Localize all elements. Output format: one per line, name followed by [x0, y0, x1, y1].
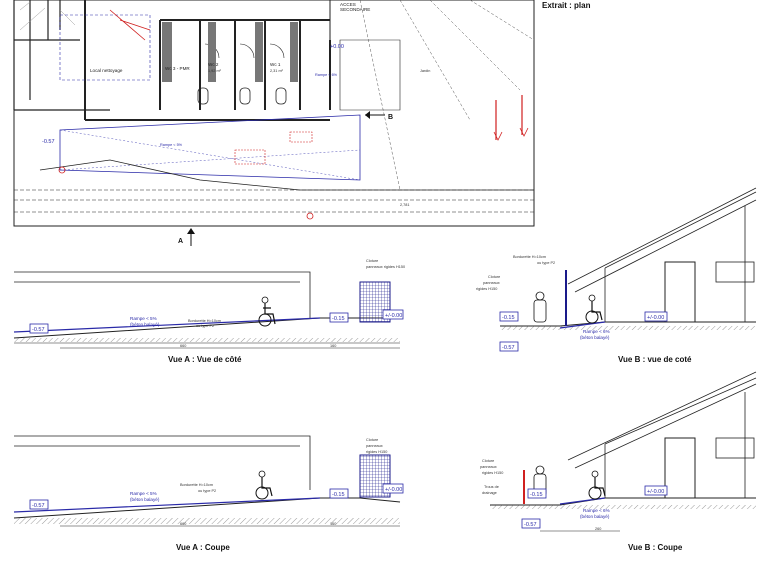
- view-caption: Vue A : Vue de côté: [168, 355, 242, 364]
- level-tag: [499, 311, 519, 322]
- level-tag: [329, 488, 349, 499]
- ramp-label: Rampe < 5%: [130, 316, 157, 321]
- callout-label: Bordurette H=10cm: [513, 255, 546, 259]
- callout-label: panneaux: [366, 444, 383, 448]
- room-label: Local nettoyage: [90, 68, 123, 73]
- level-marker: +0.00: [330, 44, 344, 50]
- ramp-label: (béton balayé): [130, 322, 160, 327]
- level-tag: [382, 483, 404, 494]
- level-tag-text: +/-0.00: [385, 487, 402, 493]
- plan-view: -0.57 +0.00: [13, 0, 535, 246]
- dimension-label: 260: [595, 527, 601, 531]
- callout-label: Cloture: [366, 259, 378, 263]
- view-caption: Vue A : Coupe: [176, 543, 230, 552]
- level-tag: [329, 312, 349, 323]
- callout-label: Cloture: [366, 438, 378, 442]
- level-tag-text: -0.57: [502, 345, 515, 351]
- level-tag-text: -0.57: [32, 327, 45, 333]
- wc-fixture: [275, 87, 287, 105]
- ramp-label: Rampe < 6%: [583, 508, 610, 513]
- plan-labels: Extrait : plan ACCES SECONDAIRE Local ne…: [90, 1, 591, 245]
- dimension-label: 660: [180, 344, 186, 348]
- section-label-a: A: [178, 238, 183, 245]
- level-tag-text: -0.15: [530, 492, 543, 498]
- level-tag-text: +/-0.00: [647, 489, 664, 495]
- dimension-label: 660: [180, 522, 186, 526]
- level-tag-text: -0.57: [32, 503, 45, 509]
- level-tag: [29, 323, 49, 334]
- level-tag: [644, 311, 668, 322]
- callout-label: ou type P2: [196, 324, 214, 328]
- ramp-label: Rampe < 6%: [583, 329, 610, 334]
- callout-label: panneaux: [483, 281, 500, 285]
- plan-title: Extrait : plan: [542, 1, 591, 10]
- view-b-side: -0.15 -0.57 +/-0.00 Rampe < 6% (béton ba…: [476, 187, 757, 364]
- level-tag: [527, 488, 547, 499]
- room-label: Wc 3 - PMR: [165, 66, 190, 71]
- level-tag-text: -0.57: [524, 522, 537, 528]
- room-area: 2,31 m²: [270, 69, 284, 73]
- ramp-label: Rampe < 5%: [160, 143, 183, 147]
- ramp-label: (béton balayé): [580, 335, 610, 340]
- level-tag-text: +/-0.00: [647, 315, 664, 321]
- wheelchair-user: [258, 296, 276, 327]
- wheelchair-user: [585, 294, 603, 324]
- room-label: ACCES: [340, 2, 356, 7]
- garden-label: Jardin: [420, 69, 430, 73]
- callout-label: panneaux rigides H150: [366, 265, 405, 269]
- window: [715, 261, 755, 283]
- view-b-section: -0.15 -0.57 +/-0.00 Rampe < 6% (béton ba…: [480, 371, 757, 552]
- wc-fixture: [197, 87, 209, 105]
- view-a-section: -0.57 -0.15 +/-0.00 Rampe < 5% (béton ba…: [13, 435, 404, 552]
- level-tag-text: -0.15: [332, 316, 345, 322]
- callout-label: ou type P2: [537, 261, 555, 265]
- dimension-label: 160: [330, 344, 336, 348]
- dimension-label: 160: [330, 522, 336, 526]
- standing-person: [533, 291, 547, 323]
- ramp-label: (béton balayé): [130, 497, 160, 502]
- view-caption: Vue B : Coupe: [628, 543, 683, 552]
- callout-label: drainage: [482, 491, 497, 495]
- callout-label: Bordurette H=10cm: [180, 483, 213, 487]
- ramp-label: Rampe < 5%: [130, 491, 157, 496]
- callout-label: panneaux: [480, 465, 497, 469]
- level-tag-text: -0.15: [332, 492, 345, 498]
- room-label: Wc 1: [270, 62, 281, 67]
- level-tag-text: -0.15: [502, 315, 515, 321]
- section-label-b: B: [388, 114, 393, 121]
- callout-label: rigides H150: [482, 471, 503, 475]
- view-caption: Vue B : vue de coté: [618, 355, 692, 364]
- door: [664, 261, 696, 323]
- level-tag: [382, 309, 404, 320]
- callout-label: rigides H150: [366, 450, 387, 454]
- level-tag-text: +/-0.00: [385, 313, 402, 319]
- wc-fixture: [239, 87, 251, 105]
- ramp-label: Rampe < 6%: [315, 73, 338, 77]
- level-tag: [521, 518, 541, 529]
- callout-label: Cloture: [482, 459, 494, 463]
- wheelchair-user: [255, 470, 273, 500]
- level-tag: [644, 485, 668, 496]
- callout-label: ou type P2: [198, 489, 216, 493]
- room-area: 1,92 m²: [208, 69, 222, 73]
- window: [715, 437, 755, 459]
- door: [664, 437, 696, 499]
- level-tag: [29, 499, 49, 510]
- callout-label: Trous de: [484, 485, 499, 489]
- room-label: SECONDAIRE: [340, 7, 370, 12]
- level-tag: [499, 341, 519, 352]
- room-label: Wc 2: [208, 62, 219, 67]
- view-a-side: -0.57 -0.15 +/-0.00 Rampe < 5% (béton ba…: [13, 259, 405, 364]
- level-marker: -0.57: [42, 139, 55, 145]
- wheelchair-user: [588, 470, 606, 500]
- dimension-label: 2,781: [400, 203, 410, 207]
- callout-label: Cloture: [488, 275, 500, 279]
- ramp-label: (béton balayé): [580, 514, 610, 519]
- callout-label: rigides H150: [476, 287, 497, 291]
- callout-label: Bordurette H=10cm: [188, 319, 221, 323]
- fence-panel: [359, 281, 391, 323]
